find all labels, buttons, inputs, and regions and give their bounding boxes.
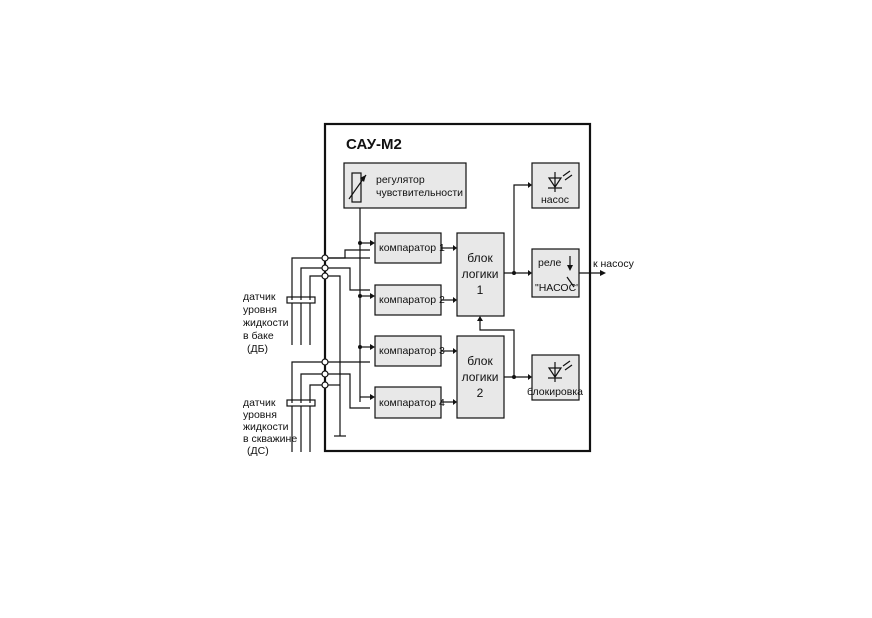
comparator-4: компаратор 4 (374, 386, 445, 419)
sensitivity-regulator: регулятор чувствительности (343, 162, 467, 209)
blocking-indicator-label: блокировка (527, 386, 583, 398)
wiring (291, 182, 532, 437)
logic-block-2-line1: блок (467, 354, 493, 368)
output-label: к насосу (593, 258, 635, 270)
comparator-3-label: компаратор 3 (379, 345, 445, 357)
relay-contact-icon (566, 256, 575, 288)
well-sensor-label-4: в скважине (243, 433, 297, 445)
logic-block-1-line1: блок (467, 251, 493, 265)
relay-label-2: "НАСОС" (535, 282, 580, 294)
regulator-label-2: чувствительности (376, 187, 463, 199)
logic-block-2: блок логики 2 (456, 335, 505, 419)
output-line: к насосу (579, 258, 635, 276)
logic-block-1-line2: логики (462, 267, 499, 281)
tank-sensor-label-1: датчик (243, 291, 276, 303)
well-sensor-label-5: (ДС) (247, 445, 269, 457)
variable-resistor-icon (348, 172, 367, 203)
led-icon (547, 170, 573, 192)
device-title: САУ-М2 (346, 136, 402, 153)
well-sensor-label-1: датчик (243, 397, 276, 409)
pump-indicator: насос (531, 162, 580, 209)
regulator-label-1: регулятор (376, 174, 425, 186)
pump-relay: реле "НАСОС" (531, 248, 580, 298)
tank-sensor-label-3: жидкости (243, 317, 289, 329)
well-sensor-label-3: жидкости (243, 421, 289, 433)
logic-block-2-line3: 2 (477, 386, 484, 400)
tank-sensor-label-4: в баке (243, 330, 274, 342)
comparator-2-label: компаратор 2 (379, 294, 445, 306)
comparator-3: компаратор 3 (374, 335, 445, 367)
logic-block-1-line3: 1 (477, 283, 484, 297)
regulator-taps (358, 240, 375, 400)
well-sensor-label-2: уровня (243, 409, 277, 421)
comparator-2: компаратор 2 (374, 284, 445, 316)
comparator-1-label: компаратор 1 (379, 242, 445, 254)
comparator-1: компаратор 1 (374, 232, 445, 264)
tank-level-sensor: датчик уровня жидкости в баке (ДБ) (243, 291, 316, 355)
pump-indicator-label: насос (541, 194, 569, 206)
blocking-indicator: блокировка (527, 354, 583, 401)
led-icon (547, 360, 573, 382)
logic-block-2-line2: логики (462, 370, 499, 384)
well-level-sensor: датчик уровня жидкости в скважине (ДС) (243, 397, 316, 457)
relay-label-1: реле (538, 257, 561, 269)
logic-block-1: блок логики 1 (456, 232, 505, 317)
tank-sensor-label-2: уровня (243, 304, 277, 316)
comparator-4-label: компаратор 4 (379, 397, 445, 409)
tank-sensor-label-5: (ДБ) (247, 343, 268, 355)
